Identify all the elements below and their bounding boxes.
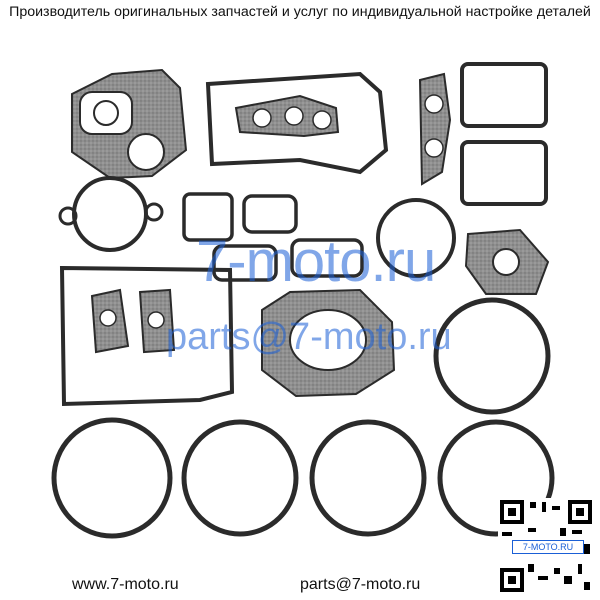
- manifold-gasket: [418, 72, 452, 186]
- large-round-gasket-right: [433, 297, 551, 415]
- carb-gasket-right: [464, 228, 550, 295]
- watermark-site: 7-moto.ru: [196, 229, 436, 294]
- square-gasket-upper: [460, 62, 548, 128]
- small-gasket-a: [182, 192, 234, 242]
- crankcase-gasket-left: [59, 265, 235, 407]
- bottom-gasket-1: [51, 417, 173, 539]
- footer-email[interactable]: parts@7-moto.ru: [300, 576, 421, 593]
- bottom-gasket-2: [181, 419, 299, 537]
- bottom-gasket-4: [437, 419, 555, 537]
- qr-label: 7-MOTO.RU: [512, 540, 584, 554]
- small-gasket-d: [290, 238, 364, 278]
- round-gasket-mid: [376, 198, 456, 278]
- watermark-email: parts@7-moto.ru: [166, 316, 452, 358]
- square-gasket-lower: [460, 140, 548, 206]
- small-gasket-c: [212, 244, 278, 282]
- lugged-round-gasket: [58, 176, 164, 252]
- head-gasket-top-left: [71, 68, 188, 180]
- header-title: Производитель оригинальных запчастей и у…: [9, 4, 591, 20]
- small-gasket-b: [242, 194, 298, 234]
- footer-website[interactable]: www.7-moto.ru: [72, 576, 179, 593]
- head-gasket-center: [261, 288, 396, 398]
- cover-gasket-top-middle: [205, 71, 389, 175]
- bottom-gasket-3: [309, 419, 427, 537]
